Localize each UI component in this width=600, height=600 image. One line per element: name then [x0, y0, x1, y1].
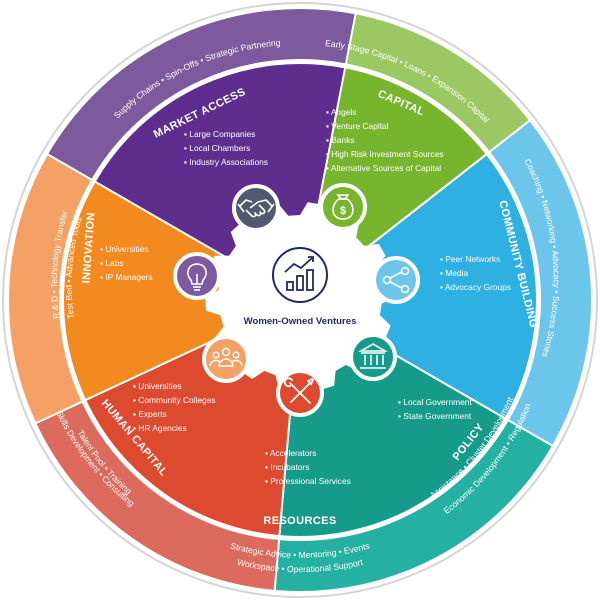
- list-item: ▪ Peer Networks: [440, 254, 500, 264]
- title-innovation: INNOVATION: [81, 212, 98, 284]
- list-item: ▪ Community Colleges: [133, 395, 216, 405]
- list-item: ▪ High Risk Investment Sources: [326, 149, 443, 159]
- bullets-innovation: ▪ Universities ▪ Labs ▪ IP Managers: [100, 244, 153, 282]
- tools-icon: [283, 377, 315, 404]
- list-item: ▪ Venture Capital: [326, 121, 389, 131]
- list-item: ▪ Local Chambers: [184, 143, 250, 153]
- list-item: ▪ Universities: [100, 244, 149, 254]
- badge-policy: [349, 333, 397, 381]
- badge-resources: [276, 369, 324, 417]
- list-item: ▪ Media: [440, 268, 468, 278]
- outer-ring: [7, 7, 593, 593]
- svg-text:$: $: [340, 205, 346, 217]
- badge-capital: $: [319, 183, 367, 231]
- badge-innovation: [173, 252, 221, 300]
- bullets-resources: ▪ Accelerators ▪ Incubators ▪ Profession…: [265, 448, 351, 486]
- bullets-capital: ▪ Angels ▪ Venture Capital ▪ Banks ▪ Hig…: [326, 107, 443, 173]
- list-item: ▪ Labs: [100, 258, 123, 268]
- money-bag-icon: $: [332, 194, 354, 220]
- list-item: ▪ State Government: [398, 411, 472, 421]
- handshake-icon: [237, 199, 275, 218]
- share-network-icon: [382, 266, 410, 294]
- list-item: ▪ Local Government: [398, 397, 472, 407]
- center-hub: Women-Owned Ventures: [244, 247, 357, 327]
- title-resources: RESOURCES: [263, 515, 336, 527]
- list-item: ▪ Banks: [326, 135, 355, 145]
- icon-badges: $: [173, 183, 420, 417]
- growth-chart-icon: [284, 256, 314, 291]
- bullets-human-capital: ▪ Universities ▪ Community Colleges ▪ Ex…: [133, 381, 216, 433]
- list-item: ▪ IP Managers: [100, 272, 153, 282]
- list-item: ▪ Advocacy Groups: [440, 282, 511, 292]
- center-label: Women-Owned Ventures: [244, 316, 357, 327]
- bullets-policy: ▪ Local Government ▪ State Government: [398, 397, 472, 421]
- list-item: ▪ Large Companies: [184, 129, 255, 139]
- badge-market-access: [232, 184, 280, 232]
- bullets-market-access: ▪ Large Companies ▪ Local Chambers ▪ Ind…: [184, 129, 268, 167]
- list-item: ▪ Professional Services: [265, 476, 351, 486]
- list-item: ▪ Universities: [133, 381, 182, 391]
- lightbulb-icon: [187, 263, 207, 291]
- list-item: ▪ Industry Associations: [184, 157, 268, 167]
- badge-community-building: [372, 256, 420, 304]
- list-item: ▪ HR Agencies: [133, 423, 187, 433]
- list-item: ▪ Angels: [326, 107, 356, 117]
- government-building-icon: [358, 343, 388, 369]
- list-item: ▪ Accelerators: [265, 448, 316, 458]
- segment-bullets: ▪ Large Companies ▪ Local Chambers ▪ Ind…: [100, 107, 511, 486]
- center-icon-ring: [272, 247, 328, 303]
- list-item: ▪ Experts: [133, 409, 167, 419]
- list-item: ▪ Alternative Sources of Capital: [326, 163, 441, 173]
- people-icon: [209, 347, 243, 367]
- bullets-community-building: ▪ Peer Networks ▪ Media ▪ Advocacy Group…: [440, 254, 511, 292]
- list-item: ▪ Incubators: [265, 462, 309, 472]
- outer-ring-innovation: [45, 7, 357, 182]
- badge-human-capital: [202, 335, 250, 383]
